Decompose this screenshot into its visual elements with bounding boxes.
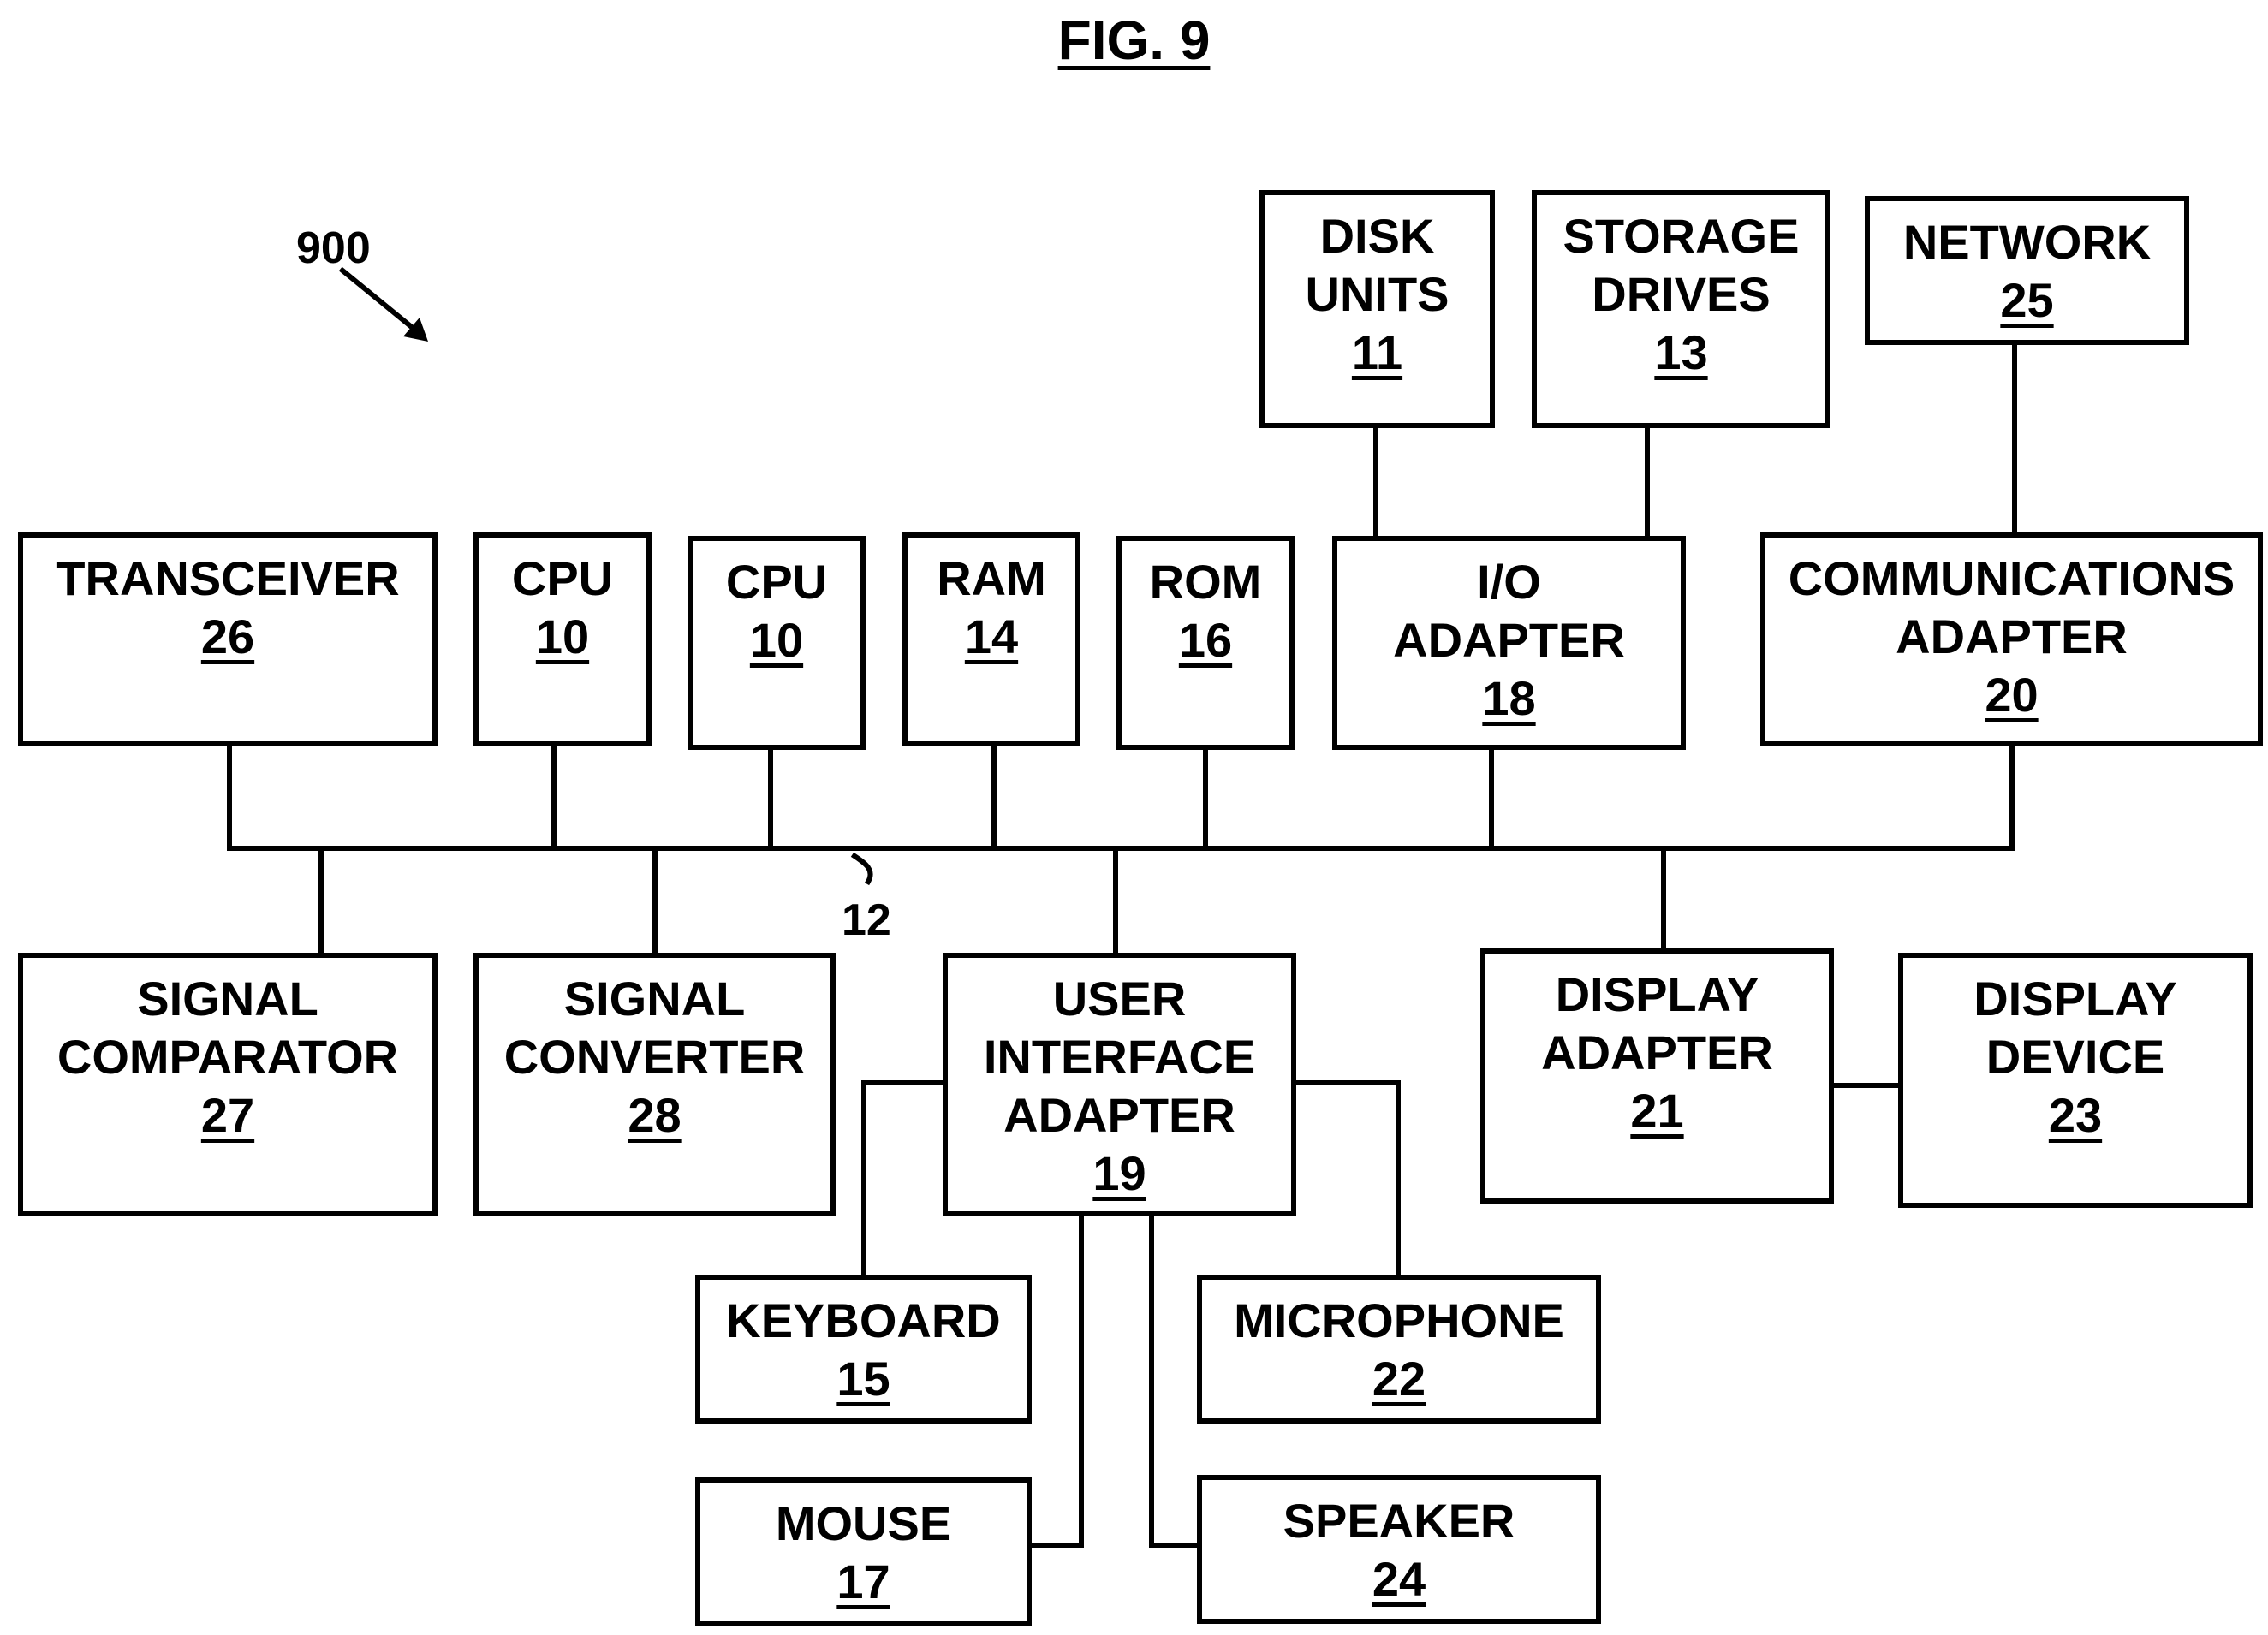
- component-label: NETWORK: [1903, 213, 2151, 271]
- component-label: DISPLAY: [1556, 966, 1759, 1024]
- user-interface-adapter-box: USERINTERFACEADAPTER19: [943, 953, 1296, 1216]
- component-label: DRIVES: [1592, 265, 1771, 324]
- signal-converter-box: SIGNALCONVERTER28: [473, 953, 836, 1216]
- component-number: 25: [2000, 271, 2053, 330]
- cpu-a-box: CPU10: [473, 532, 652, 746]
- component-label: USER: [1053, 970, 1187, 1028]
- io-adapter-box: I/OADAPTER18: [1332, 536, 1686, 750]
- disk-units-box: DISKUNITS11: [1259, 190, 1495, 428]
- component-number: 15: [836, 1350, 890, 1408]
- reference-numeral: 900: [296, 223, 371, 274]
- component-number: 10: [750, 611, 803, 669]
- mouse-link-line: [1031, 1214, 1081, 1545]
- component-number: 16: [1179, 611, 1232, 669]
- component-number: 17: [836, 1553, 890, 1611]
- cpu-b-box: CPU10: [688, 536, 866, 750]
- component-label: ADAPTER: [1393, 611, 1625, 669]
- bus-label: 12: [842, 895, 891, 946]
- reference-arrow-line: [342, 271, 413, 328]
- component-number: 10: [536, 608, 589, 666]
- component-label: ROM: [1150, 553, 1262, 611]
- component-label: DISPLAY: [1973, 970, 2177, 1028]
- component-label: SIGNAL: [137, 970, 318, 1028]
- component-number: 20: [1985, 666, 2038, 724]
- keyboard-box: KEYBOARD15: [695, 1275, 1032, 1424]
- component-label: ADAPTER: [1896, 608, 2128, 666]
- speaker-link-line: [1152, 1214, 1199, 1545]
- transceiver-box: TRANSCEIVER26: [18, 532, 438, 746]
- component-label: SIGNAL: [564, 970, 746, 1028]
- communications-adapter-box: COMMUNICATIONSADAPTER20: [1760, 532, 2263, 746]
- component-label: MICROPHONE: [1234, 1292, 1564, 1350]
- component-label: COMMUNICATIONS: [1789, 550, 2235, 608]
- component-number: 21: [1630, 1082, 1683, 1140]
- component-label: COMPARATOR: [57, 1028, 398, 1086]
- component-number: 24: [1372, 1550, 1426, 1608]
- component-label: INTERFACE: [984, 1028, 1255, 1086]
- component-number: 22: [1372, 1350, 1426, 1408]
- component-label: DEVICE: [1986, 1028, 2165, 1086]
- display-device-box: DISPLAYDEVICE23: [1898, 953, 2253, 1208]
- component-number: 11: [1352, 324, 1402, 382]
- component-number: 18: [1482, 669, 1535, 728]
- component-number: 19: [1092, 1144, 1146, 1203]
- speaker-box: SPEAKER24: [1197, 1475, 1601, 1624]
- signal-comparator-box: SIGNALCOMPARATOR27: [18, 953, 438, 1216]
- storage-drives-box: STORAGEDRIVES13: [1532, 190, 1830, 428]
- mouse-box: MOUSE17: [695, 1477, 1032, 1626]
- keyboard-link-line: [864, 1083, 945, 1275]
- microphone-link-line: [1295, 1083, 1398, 1275]
- network-box: NETWORK25: [1865, 196, 2189, 345]
- component-number: 26: [201, 608, 254, 666]
- component-label: SPEAKER: [1283, 1492, 1515, 1550]
- rom-box: ROM16: [1116, 536, 1295, 750]
- component-label: ADAPTER: [1003, 1086, 1235, 1144]
- component-number: 27: [201, 1086, 254, 1144]
- component-label: UNITS: [1306, 265, 1449, 324]
- microphone-box: MICROPHONE22: [1197, 1275, 1601, 1424]
- component-number: 13: [1654, 324, 1707, 382]
- component-label: CPU: [512, 550, 613, 608]
- component-label: RAM: [937, 550, 1046, 608]
- component-label: I/O: [1477, 553, 1541, 611]
- ram-box: RAM14: [902, 532, 1080, 746]
- component-label: STORAGE: [1563, 207, 1800, 265]
- component-label: CONVERTER: [504, 1028, 806, 1086]
- component-label: TRANSCEIVER: [56, 550, 399, 608]
- bus-label-leader: [854, 856, 871, 882]
- component-number: 14: [965, 608, 1018, 666]
- component-label: KEYBOARD: [726, 1292, 1000, 1350]
- component-label: ADAPTER: [1541, 1024, 1773, 1082]
- component-label: CPU: [726, 553, 827, 611]
- component-number: 23: [2049, 1086, 2102, 1144]
- component-label: DISK: [1320, 207, 1435, 265]
- figure-title: FIG. 9: [0, 9, 2268, 72]
- component-label: MOUSE: [776, 1495, 951, 1553]
- display-adapter-box: DISPLAYADAPTER21: [1480, 948, 1834, 1204]
- component-number: 28: [628, 1086, 681, 1144]
